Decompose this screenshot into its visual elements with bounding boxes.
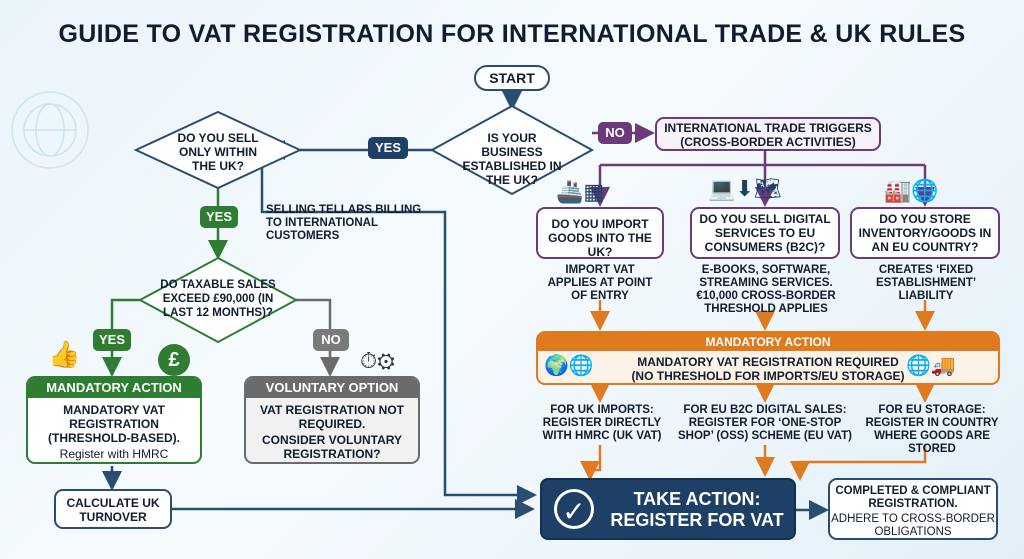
start-node: START bbox=[474, 65, 550, 91]
selling-note: SELLING TELLARS BILLING TO INTERNATIONAL… bbox=[266, 204, 422, 242]
completed-line1: COMPLETED & COMPLIANT REGISTRATION. bbox=[835, 485, 991, 510]
intl-triggers-node: INTERNATIONAL TRADE TRIGGERS (CROSS-BORD… bbox=[655, 117, 881, 151]
established-question: IS YOUR BUSINESS ESTABLISHED IN THE UK? bbox=[462, 131, 562, 187]
yes-established-tag: YES bbox=[368, 137, 408, 159]
reg-eu-storage: FOR EU STORAGE: REGISTER IN COUNTRY WHER… bbox=[865, 404, 999, 455]
only-uk-question: DO YOU SELL ONLY WITHIN THE UK? bbox=[177, 131, 259, 173]
voluntary-header: VOLUNTARY OPTION bbox=[246, 378, 418, 398]
laptop-download-map-icon: 💻⬇🗺 bbox=[708, 176, 782, 201]
store-question-node: DO YOU STORE INVENTORY/GOODS IN AN EU CO… bbox=[850, 207, 1000, 259]
mandatory-left-card: MANDATORY ACTION MANDATORY VAT REGISTRAT… bbox=[26, 376, 202, 464]
voluntary-line2: CONSIDER VOLUNTARY REGISTRATION? bbox=[261, 433, 402, 461]
taxable-question: DO TAXABLE SALES EXCEED £90,000 (IN LAST… bbox=[160, 279, 276, 319]
mandatory-right-line2: (NO THRESHOLD FOR IMPORTS/EU STORAGE) bbox=[631, 369, 905, 383]
page-title: GUIDE TO VAT REGISTRATION FOR INTERNATIO… bbox=[58, 20, 966, 48]
take-action-node: ✓ TAKE ACTION: REGISTER FOR VAT bbox=[540, 478, 796, 540]
diamond-established bbox=[429, 104, 595, 196]
mandatory-right-header: MANDATORY ACTION bbox=[538, 333, 998, 351]
yes-taxable-tag: YES bbox=[93, 329, 131, 351]
stopwatch-gear-icon: ⏱⚙ bbox=[360, 348, 395, 373]
calculate-turnover-node: CALCULATE UK TURNOVER bbox=[54, 489, 172, 529]
take-action-text: TAKE ACTION: REGISTER FOR VAT bbox=[610, 489, 784, 530]
diamond-taxable bbox=[137, 256, 299, 344]
mandatory-left-header: MANDATORY ACTION bbox=[28, 378, 200, 398]
voluntary-line1: VAT REGISTRATION NOT REQUIRED. bbox=[260, 403, 404, 431]
pound-coin-icon: £ bbox=[158, 344, 190, 376]
diamond-only-uk bbox=[133, 110, 303, 190]
mandatory-right-line1: MANDATORY VAT REGISTRATION REQUIRED bbox=[637, 355, 899, 369]
reg-uk-imports: FOR UK IMPORTS: REGISTER DIRECTLY WITH H… bbox=[542, 404, 662, 442]
ship-container-icon: 🚢▦ bbox=[556, 179, 605, 204]
thumbs-up-icon: 👍 bbox=[48, 339, 81, 369]
store-note: CREATES ‘FIXED ESTABLISHMENT’ LIABILITY bbox=[875, 264, 977, 302]
import-question-node: DO YOU IMPORT GOODS INTO THE UK? bbox=[536, 207, 664, 259]
mandatory-left-line2: Register with HMRC bbox=[59, 447, 169, 461]
globe-truck-icon: 🌐🚚 bbox=[906, 355, 956, 377]
mandatory-right-card: MANDATORY ACTION MANDATORY VAT REGISTRAT… bbox=[536, 331, 1000, 385]
yes-only-uk-tag: YES bbox=[200, 206, 238, 228]
completed-node: COMPLETED & COMPLIANT REGISTRATION. ADHE… bbox=[828, 478, 998, 540]
globe-hand-icon: 🌍🌐 bbox=[544, 355, 594, 377]
background-globe-decoration bbox=[11, 91, 89, 169]
import-note: IMPORT VAT APPLIES AT POINT OF ENTRY bbox=[547, 264, 653, 302]
completed-line2: ADHERE TO CROSS-BORDER OBLIGATIONS bbox=[831, 513, 995, 538]
voluntary-card: VOLUNTARY OPTION VAT REGISTRATION NOT RE… bbox=[244, 376, 420, 464]
warehouse-globe-icon: 🏭🌐 bbox=[884, 178, 939, 203]
no-taxable-tag: NO bbox=[313, 329, 349, 351]
reg-eu-b2c: FOR EU B2C DIGITAL SALES: REGISTER FOR ‘… bbox=[677, 404, 852, 442]
check-circle-icon: ✓ bbox=[554, 489, 594, 529]
mandatory-left-line1: MANDATORY VAT REGISTRATION (THRESHOLD-BA… bbox=[48, 403, 180, 445]
no-established-tag: NO bbox=[598, 122, 632, 144]
digital-question-node: DO YOU SELL DIGITAL SERVICES TO EU CONSU… bbox=[690, 207, 840, 259]
digital-note: E-BOOKS, SOFTWARE, STREAMING SERVICES. €… bbox=[696, 264, 836, 315]
